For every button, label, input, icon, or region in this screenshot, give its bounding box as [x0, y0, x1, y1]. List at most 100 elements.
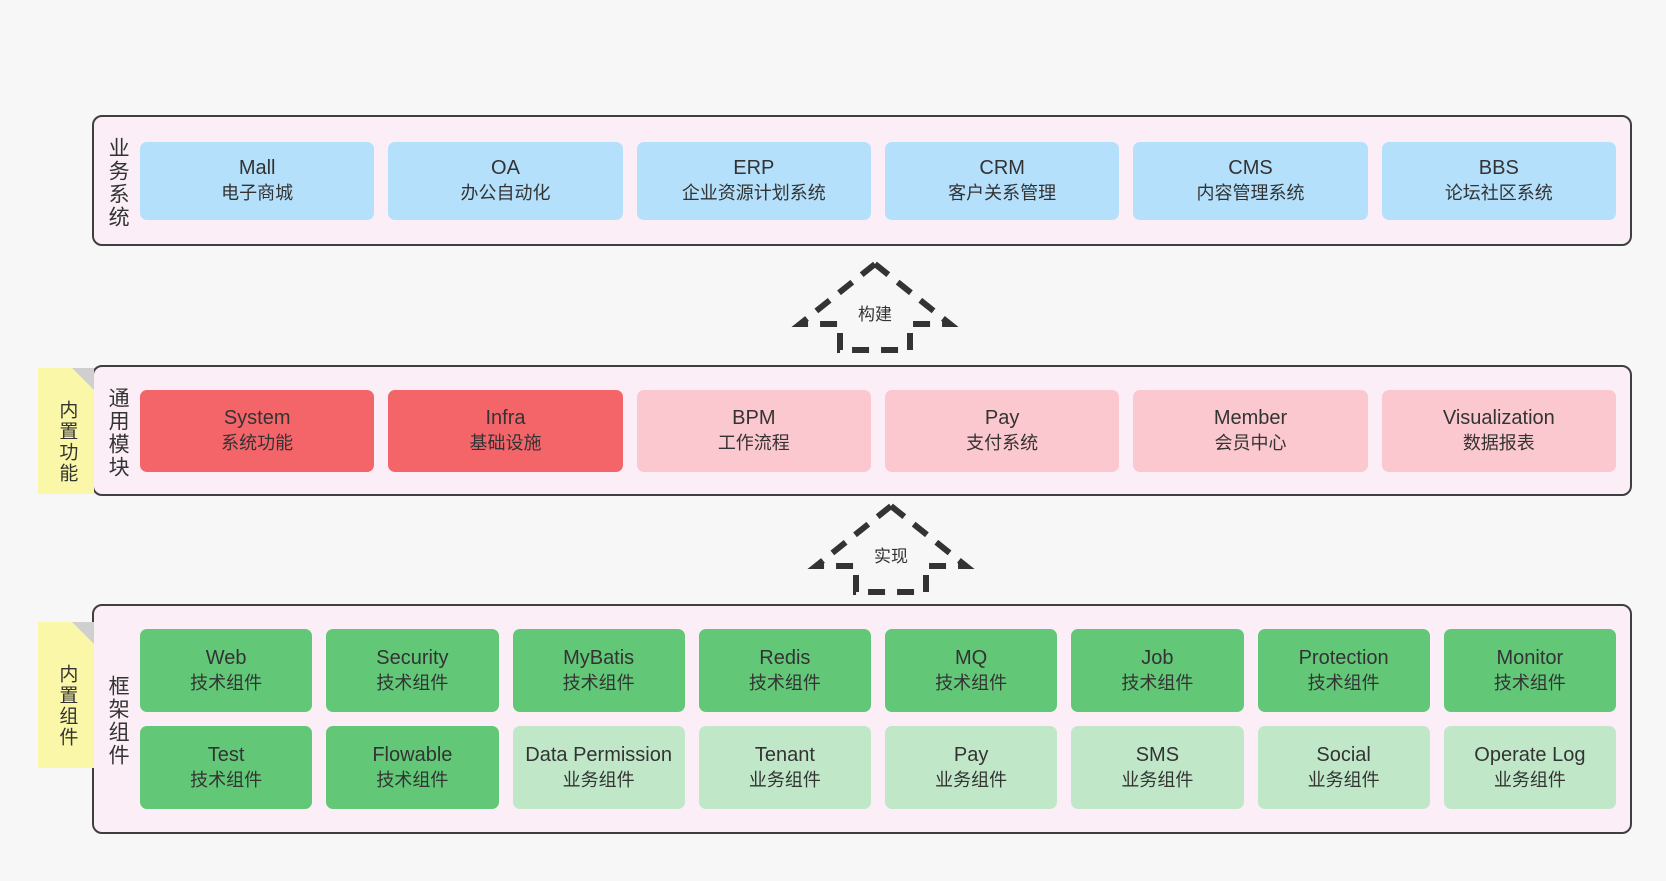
card-mall[interactable]: Mall 电子商城 — [140, 141, 375, 220]
arrow-build: 构建 — [790, 258, 960, 354]
card-title: OA — [491, 157, 520, 180]
card-subtitle: 数据报表 — [1462, 432, 1535, 453]
card-mybatis[interactable]: MyBatis 技术组件 — [512, 629, 685, 712]
card-social[interactable]: Social 业务组件 — [1257, 726, 1430, 809]
card-subtitle: 业务组件 — [748, 769, 821, 790]
card-title: Social — [1316, 744, 1371, 767]
layer-common-modules: 通用模块 System 系统功能 Infra 基础设施 BPM 工作流程 Pay… — [92, 365, 1632, 496]
card-subtitle: 基础设施 — [469, 432, 542, 453]
card-subtitle: 业务组件 — [1121, 769, 1194, 790]
card-visualization[interactable]: Visualization 数据报表 — [1381, 389, 1616, 472]
card-title: MyBatis — [563, 647, 635, 670]
card-title: System — [223, 407, 291, 430]
common-modules-card-grid: System 系统功能 Infra 基础设施 BPM 工作流程 Pay 支付系统… — [140, 367, 1630, 494]
card-bbs[interactable]: BBS 论坛社区系统 — [1381, 141, 1616, 220]
card-subtitle: 技术组件 — [376, 769, 449, 790]
layer-business-systems: 业务系统 Mall 电子商城 OA 办公自动化 ERP 企业资源计划系统 CRM… — [92, 115, 1632, 246]
card-operate-log[interactable]: Operate Log 业务组件 — [1443, 726, 1616, 809]
card-title: BPM — [732, 407, 776, 430]
card-subtitle: 系统功能 — [221, 432, 294, 453]
sticky-note-label: 内置组件 — [56, 664, 78, 748]
card-subtitle: 技术组件 — [748, 672, 821, 693]
card-redis[interactable]: Redis 技术组件 — [698, 629, 871, 712]
card-pay-component[interactable]: Pay 业务组件 — [885, 726, 1058, 809]
card-subtitle: 技术组件 — [562, 672, 635, 693]
card-subtitle: 技术组件 — [1121, 672, 1194, 693]
arrow-implement: 实现 — [806, 500, 976, 596]
layer-title-common-modules: 通用模块 — [106, 386, 130, 479]
card-title: Flowable — [372, 744, 453, 767]
card-web[interactable]: Web 技术组件 — [140, 629, 313, 712]
card-title: Visualization — [1442, 407, 1555, 430]
card-security[interactable]: Security 技术组件 — [326, 629, 499, 712]
card-data-permission[interactable]: Data Permission 业务组件 — [512, 726, 685, 809]
card-member[interactable]: Member 会员中心 — [1133, 389, 1368, 472]
card-system[interactable]: System 系统功能 — [140, 389, 375, 472]
card-title: Test — [207, 744, 245, 767]
layer-title-framework-components: 框架组件 — [106, 675, 130, 767]
card-crm[interactable]: CRM 客户关系管理 — [884, 141, 1120, 220]
card-oa[interactable]: OA 办公自动化 — [388, 141, 623, 220]
card-infra[interactable]: Infra 基础设施 — [388, 389, 623, 472]
card-subtitle: 技术组件 — [1493, 672, 1566, 693]
card-title: CMS — [1228, 157, 1273, 180]
card-title: Job — [1141, 647, 1174, 670]
card-title: SMS — [1135, 744, 1180, 767]
card-title: Protection — [1298, 647, 1389, 670]
sticky-fold-corner-icon — [72, 368, 94, 390]
card-test[interactable]: Test 技术组件 — [140, 726, 313, 809]
card-title: Web — [205, 647, 247, 670]
card-title: Member — [1213, 407, 1288, 430]
card-subtitle: 技术组件 — [190, 672, 263, 693]
card-title: Pay — [984, 407, 1020, 430]
card-title: Security — [376, 647, 449, 670]
card-subtitle: 办公自动化 — [460, 182, 551, 203]
card-subtitle: 客户关系管理 — [948, 182, 1057, 203]
card-sms[interactable]: SMS 业务组件 — [1071, 726, 1244, 809]
card-cms[interactable]: CMS 内容管理系统 — [1133, 141, 1368, 220]
card-title: BBS — [1478, 157, 1519, 180]
card-subtitle: 支付系统 — [966, 432, 1039, 453]
layer-title-business-systems: 业务系统 — [106, 136, 130, 229]
card-erp[interactable]: ERP 企业资源计划系统 — [636, 141, 871, 220]
arrow-build-icon — [791, 260, 959, 353]
card-title: MQ — [955, 647, 988, 670]
card-tenant[interactable]: Tenant 业务组件 — [698, 726, 871, 809]
arrow-implement-icon — [807, 502, 975, 595]
card-bpm[interactable]: BPM 工作流程 — [636, 389, 871, 472]
card-subtitle: 技术组件 — [376, 672, 449, 693]
card-title: CRM — [979, 157, 1025, 180]
card-mq[interactable]: MQ 技术组件 — [885, 629, 1058, 712]
card-pay-module[interactable]: Pay 支付系统 — [884, 389, 1120, 472]
card-subtitle: 企业资源计划系统 — [681, 182, 826, 203]
card-subtitle: 工作流程 — [717, 432, 790, 453]
sticky-note-builtin-components: 内置组件 — [38, 622, 94, 768]
card-job[interactable]: Job 技术组件 — [1071, 629, 1244, 712]
card-title: Infra — [485, 407, 526, 430]
card-subtitle: 业务组件 — [1307, 769, 1380, 790]
card-subtitle: 会员中心 — [1214, 432, 1287, 453]
sticky-fold-corner-icon — [72, 622, 94, 644]
card-title: Pay — [953, 744, 989, 767]
card-title: ERP — [733, 157, 775, 180]
card-title: Redis — [759, 647, 811, 670]
card-title: Operate Log — [1474, 744, 1586, 767]
card-title: Tenant — [754, 744, 815, 767]
card-monitor[interactable]: Monitor 技术组件 — [1443, 629, 1616, 712]
card-subtitle: 技术组件 — [935, 672, 1008, 693]
card-subtitle: 业务组件 — [562, 769, 635, 790]
sticky-note-label: 内置功能 — [56, 400, 78, 484]
business-systems-card-grid: Mall 电子商城 OA 办公自动化 ERP 企业资源计划系统 CRM 客户关系… — [140, 117, 1630, 244]
card-subtitle: 技术组件 — [190, 769, 263, 790]
card-protection[interactable]: Protection 技术组件 — [1257, 629, 1430, 712]
card-flowable[interactable]: Flowable 技术组件 — [326, 726, 499, 809]
card-subtitle: 技术组件 — [1307, 672, 1380, 693]
card-subtitle: 业务组件 — [935, 769, 1008, 790]
sticky-note-builtin-features: 内置功能 — [38, 368, 94, 494]
card-subtitle: 内容管理系统 — [1196, 182, 1305, 203]
framework-components-card-grid: Web 技术组件 Security 技术组件 MyBatis 技术组件 Redi… — [140, 606, 1630, 832]
card-title: Mall — [238, 157, 276, 180]
card-subtitle: 电子商城 — [221, 182, 294, 203]
card-subtitle: 业务组件 — [1493, 769, 1566, 790]
card-subtitle: 论坛社区系统 — [1444, 182, 1553, 203]
